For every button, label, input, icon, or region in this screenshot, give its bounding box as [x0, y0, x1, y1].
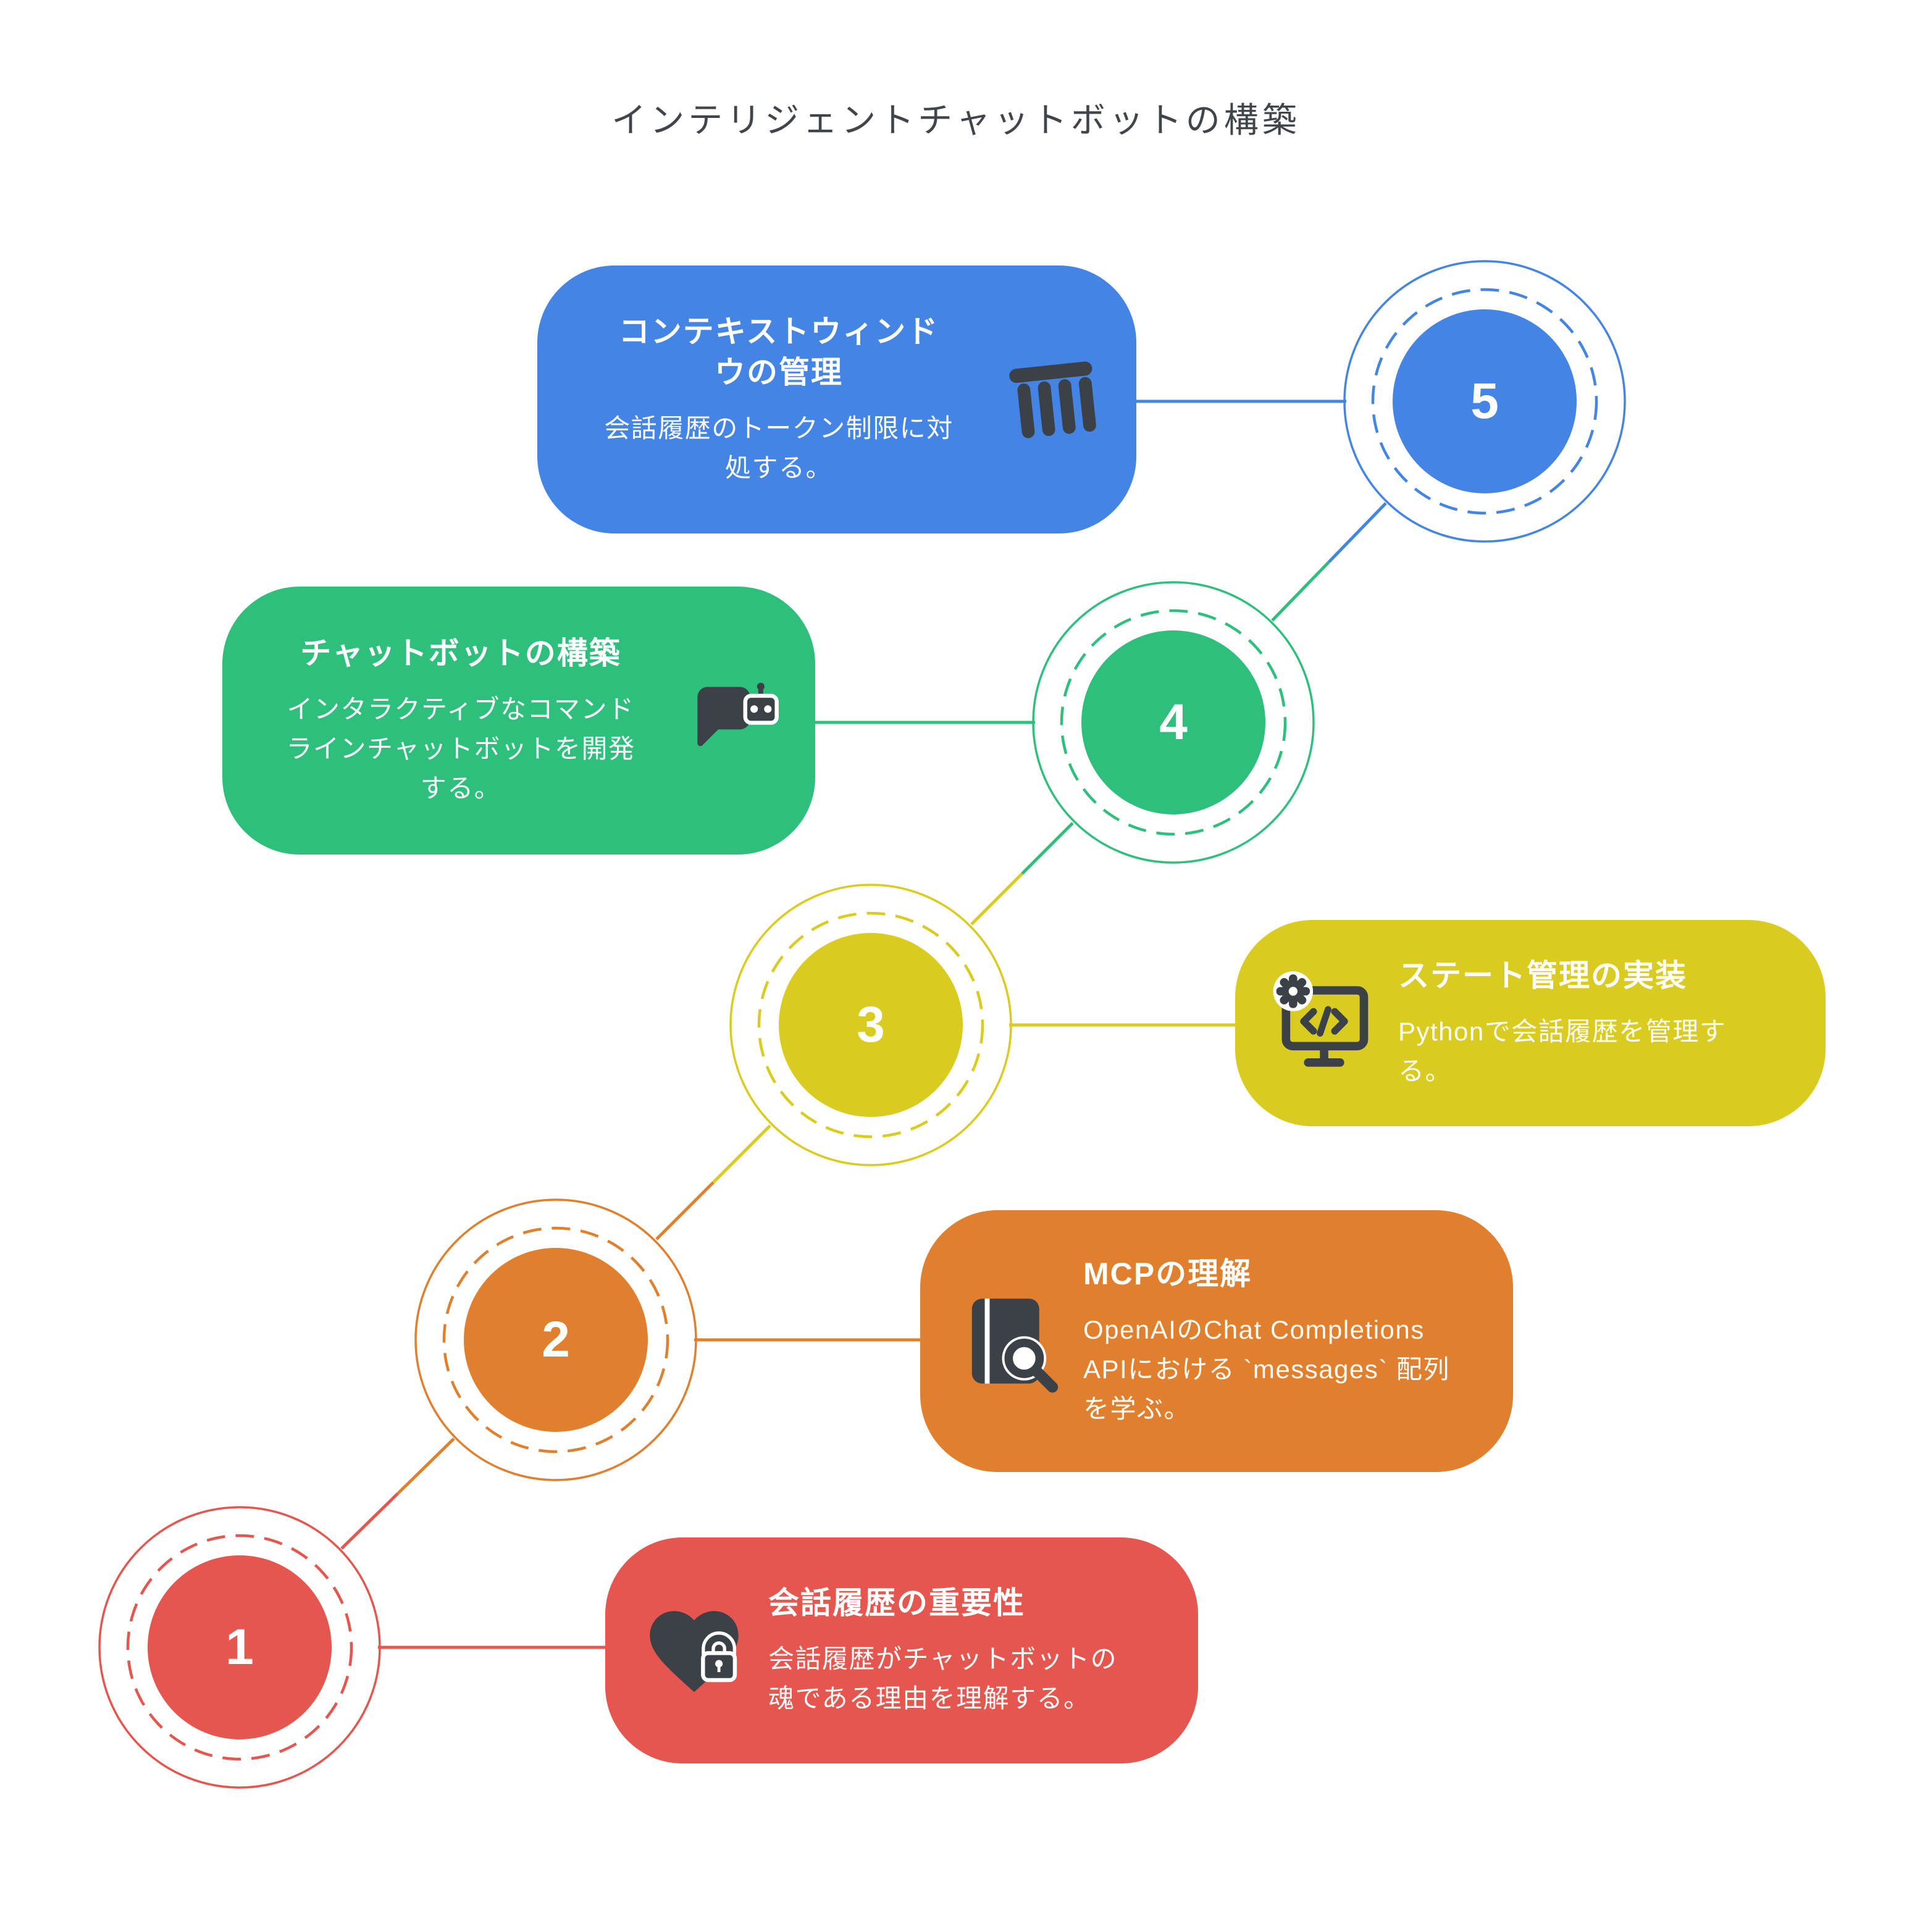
connector-segment: [655, 1181, 715, 1240]
step-marker-2: 2: [414, 1198, 698, 1482]
step-rings: [1343, 260, 1626, 543]
card-title: 会話履歴の重要性: [768, 1586, 1025, 1621]
heart-lock-icon: [650, 1611, 739, 1692]
card-body: 会話履歴のトークン制限に対 処する。: [604, 414, 954, 482]
step-marker-1: 1: [98, 1505, 382, 1789]
chat-robot-icon: [697, 682, 779, 746]
card-text: チャットボットの構築 インタラクティブなコマンド ラインチャットボットを開発 す…: [259, 633, 662, 808]
card-text: MCPの理解 OpenAIのChat Completions APIにおける `…: [1083, 1253, 1450, 1428]
step-rings: [98, 1506, 381, 1789]
step-card-1: 会話履歴の重要性 会話履歴がチャットボットの 魂である理由を理解する。: [605, 1537, 1198, 1763]
step-rings: [729, 884, 1012, 1166]
columns-icon: [1009, 361, 1096, 438]
connector-segment: [1271, 561, 1330, 622]
card-text: ステート管理の実装 Pythonで会話履歴を管理す る。: [1398, 955, 1726, 1091]
step-rings: [1032, 581, 1315, 864]
step-card-3: ステート管理の実装 Pythonで会話履歴を管理す る。: [1235, 920, 1826, 1126]
page-title: インテリジェントチャットボットの構築: [611, 101, 1301, 140]
step-number: 4: [1159, 694, 1188, 750]
card-text: 会話履歴の重要性 会話履歴がチャットボットの 魂である理由を理解する。: [768, 1583, 1117, 1718]
connector-segment: [340, 1492, 399, 1550]
connector-segment: [1021, 822, 1074, 875]
card-body: OpenAIのChat Completions APIにおける `message…: [1083, 1315, 1450, 1423]
step-card-2: MCPの理解 OpenAIのChat Completions APIにおける `…: [920, 1210, 1513, 1472]
step-marker-5: 5: [1343, 259, 1627, 543]
card-title: チャットボットの構築: [300, 636, 621, 671]
connector-segment: [712, 1124, 771, 1184]
step-marker-4: 4: [1031, 580, 1315, 864]
card-body: 会話履歴がチャットボットの 魂である理由を理解する。: [768, 1644, 1118, 1713]
connector-segment: [396, 1437, 455, 1495]
monitor-code-gear-icon: [1273, 971, 1369, 1067]
connector-segment: [1328, 502, 1387, 563]
step-number: 1: [225, 1619, 254, 1675]
connector-segment: [970, 872, 1023, 926]
card-body: インタラクティブなコマンド ラインチャットボットを開発 する。: [286, 695, 635, 803]
card-title: MCPの理解: [1083, 1257, 1252, 1292]
step-number: 5: [1470, 373, 1499, 429]
step-card-4: チャットボットの構築 インタラクティブなコマンド ラインチャットボットを開発 す…: [222, 587, 815, 855]
book-search-icon: [971, 1298, 1059, 1393]
step-card-5: コンテキストウィンド ウの管理 会話履歴のトークン制限に対 処する。: [537, 266, 1136, 533]
card-title: コンテキストウィンド ウの管理: [618, 314, 939, 390]
step-number: 3: [857, 997, 885, 1053]
card-title: ステート管理の実装: [1398, 958, 1687, 993]
step-marker-3: 3: [729, 883, 1013, 1167]
step-rings: [414, 1198, 697, 1481]
card-text: コンテキストウィンド ウの管理 会話履歴のトークン制限に対 処する。: [574, 311, 983, 488]
step-number: 2: [542, 1311, 570, 1368]
card-body: Pythonで会話履歴を管理す る。: [1398, 1017, 1727, 1085]
